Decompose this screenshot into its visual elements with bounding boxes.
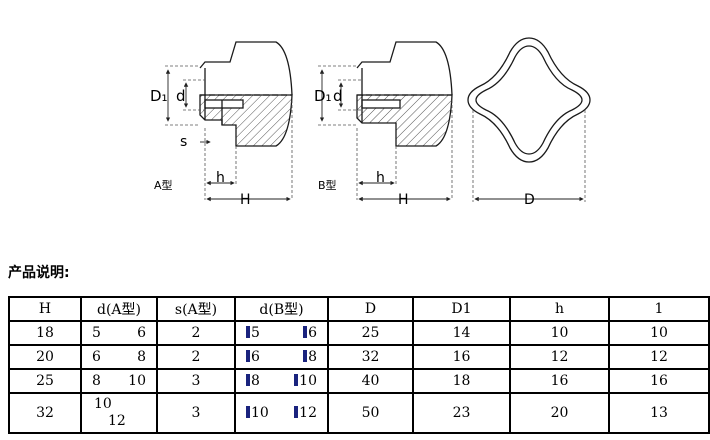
cell-d-b-value: 8 [303,349,317,365]
knob-type-b-drawing [318,41,453,202]
header-d-b: d(B型) [235,297,328,321]
cell-d-a-value: 6 [92,349,101,365]
cell-d-b-number: 10 [251,405,269,421]
cell-d-b-number: 6 [308,325,317,341]
table-row: 25 8 10 3 8 10 40 18 16 16 [9,369,709,393]
marker-icon [294,374,299,386]
label-s-a: s [180,134,187,150]
knob-top-view-drawing [467,37,591,202]
cell-h-small: 12 [510,345,609,369]
marker-icon [246,374,250,386]
marker-icon [246,406,250,418]
label-H-a: H [240,192,251,208]
label-type-b: B型 [318,178,337,192]
cell-d-b-value: 6 [303,325,317,341]
label-D-top: D [524,192,535,208]
cell-d1: 16 [413,345,510,369]
label-d-b: d [333,87,343,105]
cell-d: 32 [328,345,413,369]
cell-d1: 14 [413,321,510,345]
label-type-a: A型 [154,178,173,192]
cell-h: 32 [9,393,81,433]
label-H-b: H [398,192,409,208]
cell-d-b-number: 5 [251,325,260,341]
technical-drawing: D₁ d s h H A型 D₁ d h H B型 [150,37,591,208]
cell-d-a-value: 6 [137,325,146,341]
label-d1-b: D₁ [314,87,332,105]
knob-type-a-drawing [165,41,293,202]
header-l: 1 [609,297,709,321]
table-header-row: H d(A型) s(A型) d(B型) D D1 h 1 [9,297,709,321]
cell-h: 18 [9,321,81,345]
marker-icon [246,326,250,338]
cell-s-a: 2 [157,321,235,345]
label-d1-a: D₁ [150,87,168,105]
cell-d: 25 [328,321,413,345]
cell-d-b-value: 5 [246,325,260,341]
cell-d-b-value: 10 [294,373,317,389]
label-h-b: h [376,170,385,186]
cell-l: 13 [609,393,709,433]
marker-icon [246,350,250,362]
cell-d-b-value: 10 [246,405,269,421]
cell-d-a-value: 10 [128,373,146,389]
cell-d-a-value: 5 [92,325,101,341]
cell-d-b: 10 12 [235,393,328,433]
cell-h-small: 16 [510,369,609,393]
cell-d-b-value: 6 [246,349,260,365]
product-description-heading: 产品说明: [8,265,70,281]
marker-icon [294,406,299,418]
cell-d1: 18 [413,369,510,393]
cell-s-a: 2 [157,345,235,369]
cell-d-a-value: 8 [137,349,146,365]
cell-d: 50 [328,393,413,433]
cell-d-b-number: 10 [299,373,317,389]
cell-d-a-value: 10 [94,396,112,412]
cell-d-b-number: 12 [299,405,317,421]
cell-s-a: 3 [157,369,235,393]
cell-d-b-value: 12 [294,405,317,421]
header-d: D [328,297,413,321]
cell-d-b-number: 8 [251,373,260,389]
label-h-a: h [216,170,225,186]
cell-l: 10 [609,321,709,345]
cell-d-a-value: 8 [92,373,101,389]
header-h-small: h [510,297,609,321]
cell-d-b-number: 6 [251,349,260,365]
cell-l: 12 [609,345,709,369]
cell-d-a-value: 12 [108,413,126,429]
cell-d: 40 [328,369,413,393]
header-d1: D1 [413,297,510,321]
cell-d-b-number: 8 [308,349,317,365]
header-d-a: d(A型) [81,297,157,321]
cell-h-small: 20 [510,393,609,433]
marker-icon [303,350,308,362]
cell-h: 20 [9,345,81,369]
header-h: H [9,297,81,321]
cell-d-a: 8 10 [81,369,157,393]
cell-d-b-value: 8 [246,373,260,389]
cell-d-b: 8 10 [235,369,328,393]
marker-icon [303,326,308,338]
cell-h: 25 [9,369,81,393]
cell-s-a: 3 [157,393,235,433]
header-s-a: s(A型) [157,297,235,321]
cell-h-small: 10 [510,321,609,345]
cell-d1: 23 [413,393,510,433]
label-d-a: d [176,87,186,105]
cell-l: 16 [609,369,709,393]
